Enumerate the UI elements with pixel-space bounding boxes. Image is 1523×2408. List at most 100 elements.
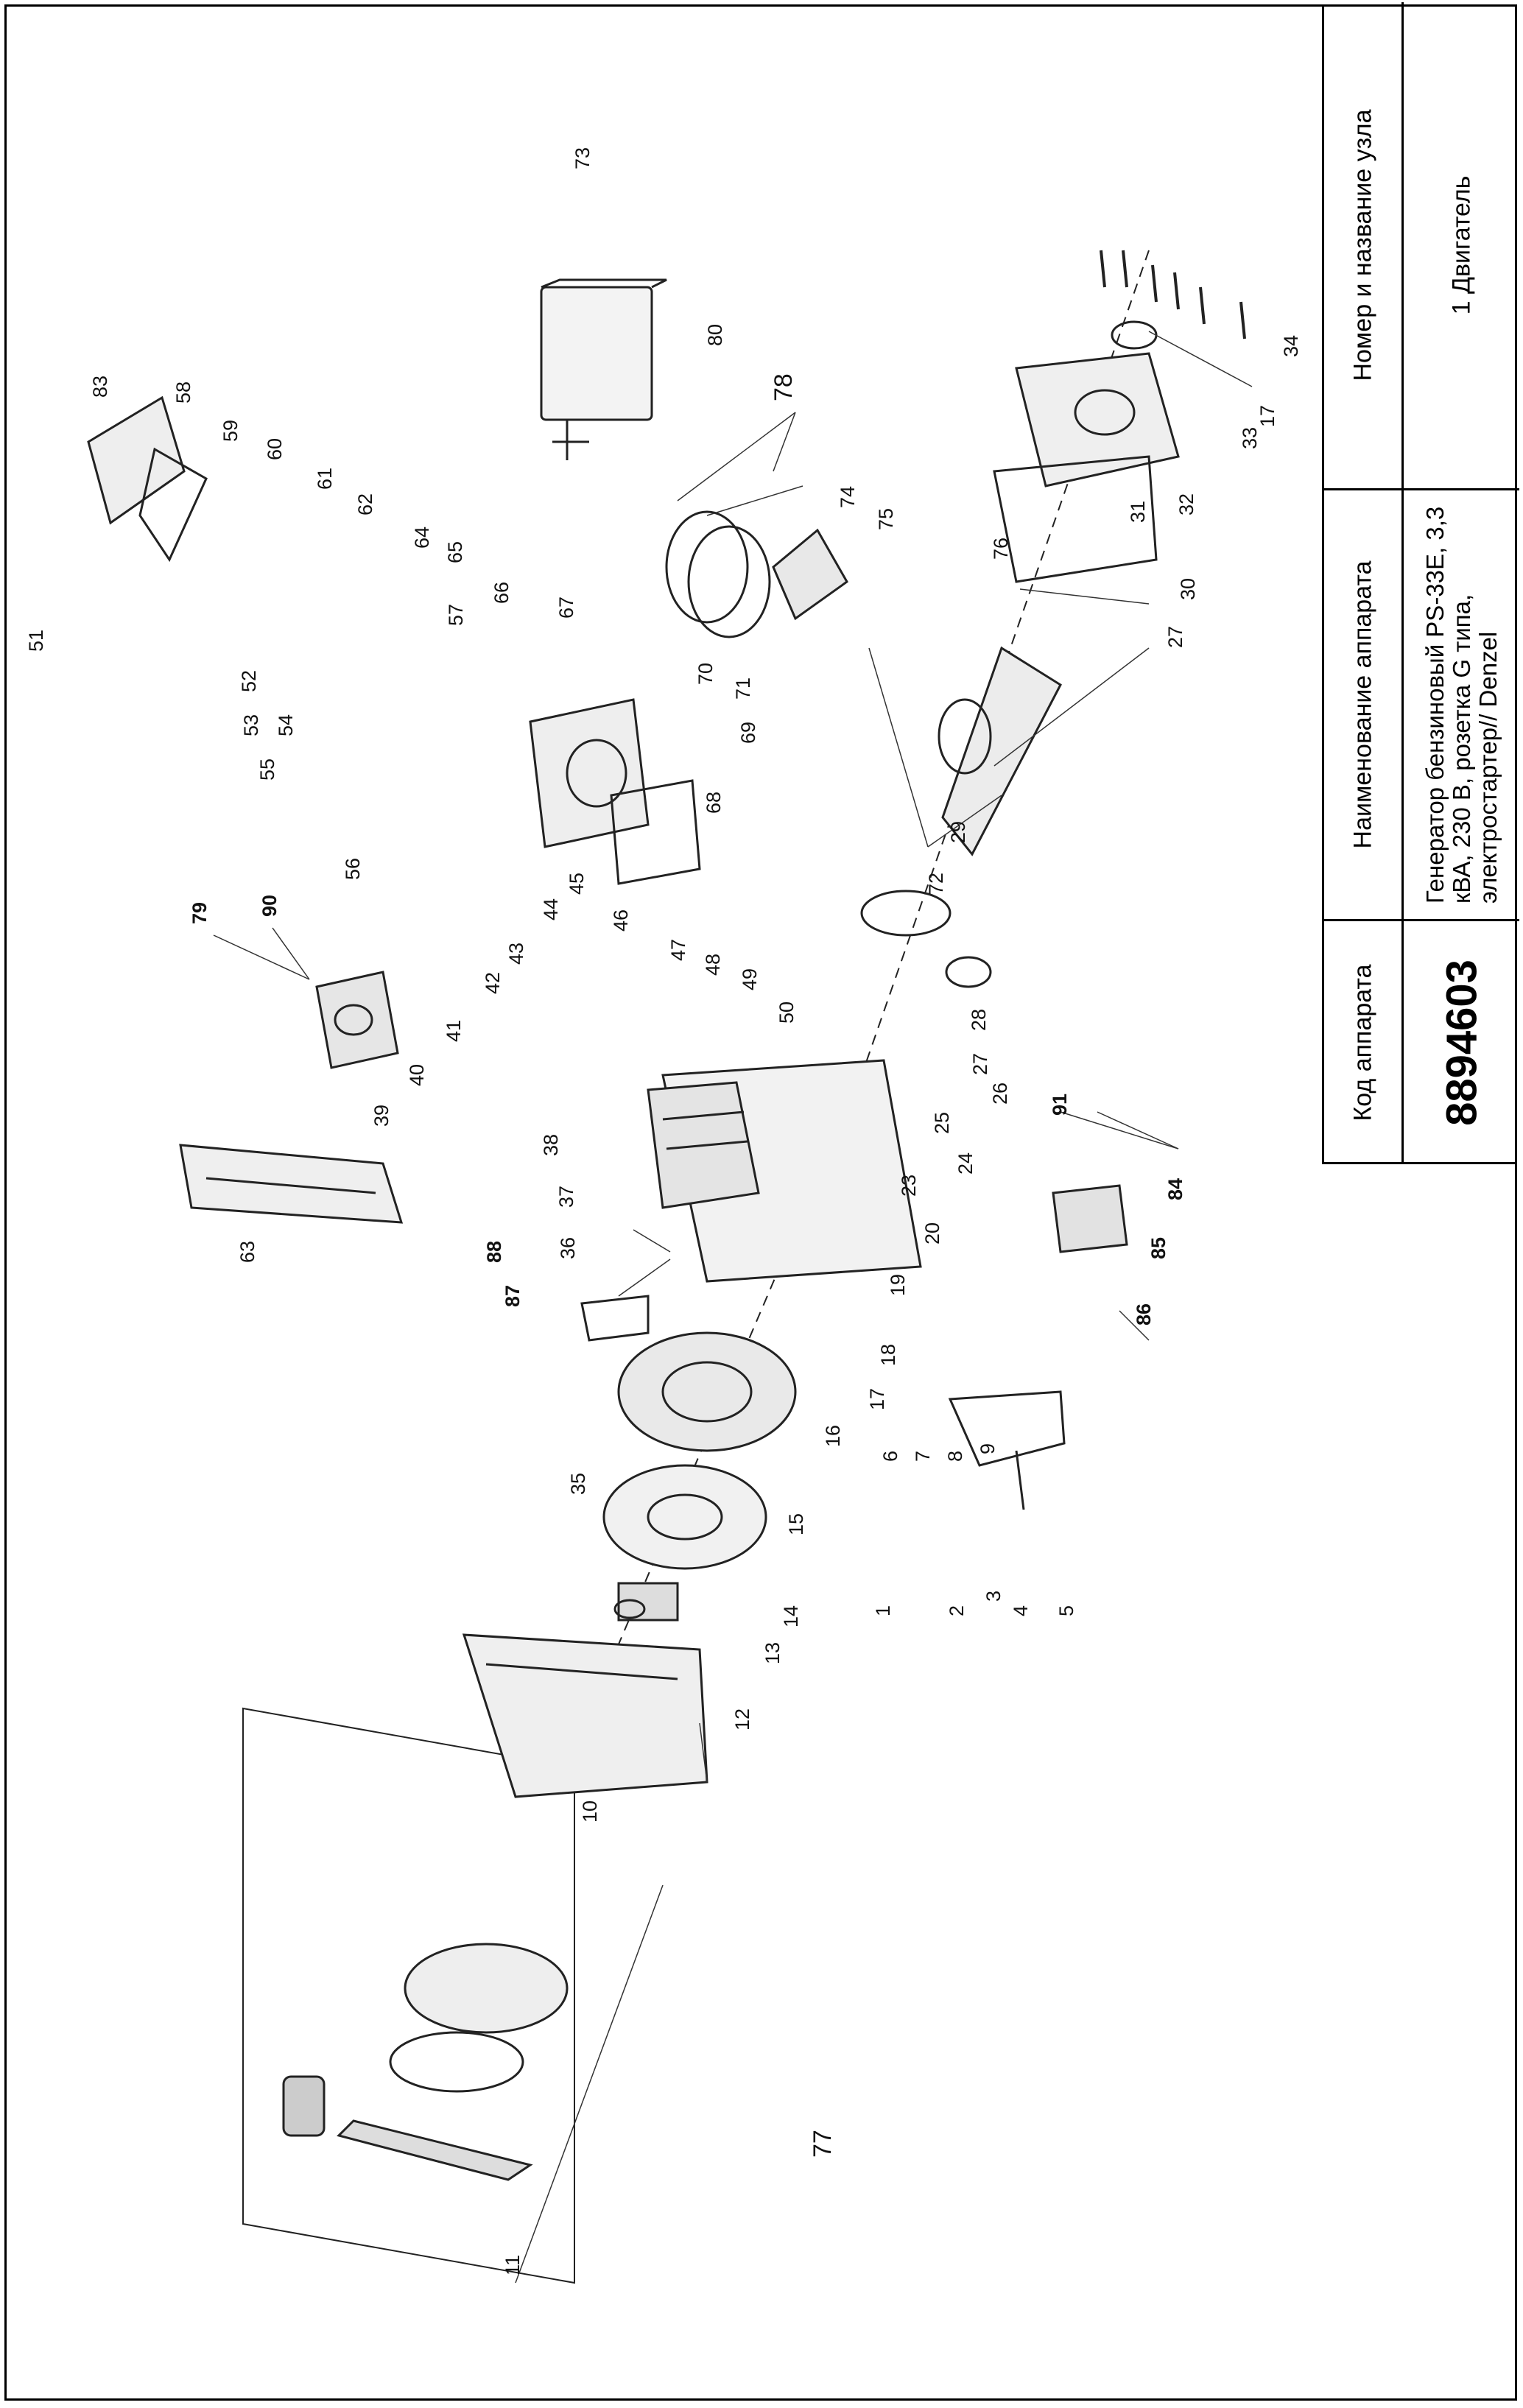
callout-3: 3: [982, 1591, 1005, 1602]
callout-50: 50: [775, 1001, 798, 1024]
callout-7: 7: [912, 1451, 934, 1462]
callout-49: 49: [739, 968, 761, 990]
callout-70: 70: [694, 663, 717, 685]
callout-53: 53: [240, 714, 262, 736]
callout-80: 80: [704, 324, 726, 346]
callout-39: 39: [370, 1105, 393, 1127]
callout-24: 24: [954, 1152, 977, 1175]
callout-73: 73: [571, 147, 594, 169]
title-row-node: Номер и название узла 1 Двигатель: [1324, 2, 1519, 488]
callout-34: 34: [1280, 335, 1302, 357]
callout-4: 4: [1010, 1605, 1032, 1616]
callout-9: 9: [977, 1443, 999, 1454]
callout-61: 61: [314, 468, 336, 490]
callout-14: 14: [780, 1605, 802, 1627]
callout-11: 11: [502, 2255, 524, 2275]
callout-5: 5: [1055, 1605, 1077, 1616]
callout-91: 91: [1049, 1094, 1071, 1116]
part-governor-arm: [948, 1390, 1066, 1510]
callout-86: 86: [1133, 1303, 1155, 1326]
callout-27a: 27: [969, 1053, 991, 1075]
callout-75: 75: [875, 508, 897, 530]
callout-78: 78: [770, 373, 798, 401]
callout-87: 87: [502, 1285, 524, 1307]
callout-60: 60: [264, 438, 286, 460]
value-model: Генератор бензиновый PS-33E, 3,3 кВА, 23…: [1421, 506, 1502, 904]
callout-26: 26: [989, 1082, 1011, 1105]
callout-84: 84: [1164, 1178, 1186, 1200]
callout-6: 6: [879, 1451, 901, 1462]
callout-68: 68: [703, 792, 725, 814]
callout-42: 42: [482, 972, 504, 994]
callout-43: 43: [505, 943, 527, 965]
callout-71: 71: [732, 677, 754, 700]
part-crankshaft: [938, 646, 1062, 856]
callout-1: 1: [872, 1605, 894, 1616]
callout-41: 41: [443, 1020, 465, 1042]
callout-17a: 17: [866, 1388, 888, 1410]
part-recoil-starter-box: [242, 1707, 575, 2284]
title-block: Номер и название узла 1 Двигатель Наимен…: [1322, 2, 1519, 1164]
header-node: Номер и название узла: [1348, 109, 1376, 381]
callout-90: 90: [258, 895, 281, 917]
callout-20: 20: [921, 1222, 943, 1245]
callout-labels: 1 2 3 4 5 6 7 8 9 10 11 12 13 14 15 16 1…: [25, 147, 1302, 2275]
callout-8: 8: [944, 1451, 966, 1462]
callout-55: 55: [256, 758, 278, 781]
callout-54: 54: [275, 714, 297, 736]
callout-45: 45: [566, 873, 588, 895]
callout-83: 83: [89, 376, 111, 398]
callout-18: 18: [877, 1344, 899, 1366]
callout-56: 56: [342, 858, 364, 880]
callout-12: 12: [731, 1708, 753, 1731]
callout-85: 85: [1147, 1237, 1169, 1259]
part-cover-gasket: [993, 455, 1158, 583]
part-head-gasket: [610, 779, 701, 885]
callout-57: 57: [445, 604, 467, 626]
callout-10: 10: [579, 1800, 601, 1823]
part-crankcase: [647, 1059, 922, 1283]
part-crankcase-cover: [1015, 352, 1180, 487]
callout-33: 33: [1239, 427, 1261, 449]
callout-72: 72: [925, 873, 947, 895]
value-code: 8894603: [1438, 960, 1485, 1126]
callout-63: 63: [236, 1241, 258, 1263]
callout-37: 37: [555, 1186, 577, 1208]
value-node: 1 Двигатель: [1447, 175, 1475, 315]
part-camshaft-gear: [860, 890, 992, 988]
part-fan-cover: [462, 1633, 708, 1798]
callout-47: 47: [667, 939, 689, 961]
callout-66: 66: [490, 582, 513, 604]
callout-31: 31: [1127, 501, 1149, 523]
callout-29: 29: [947, 821, 969, 843]
drawing-frame: [4, 4, 1517, 2401]
callout-27b: 27: [1164, 626, 1186, 648]
header-code: Код аппарата: [1348, 964, 1376, 1122]
callout-59: 59: [219, 420, 242, 442]
callout-69: 69: [737, 722, 759, 744]
callout-67: 67: [555, 596, 577, 619]
part-electric-starter: [1052, 1184, 1128, 1253]
part-cylinder-head: [529, 698, 650, 848]
callout-64: 64: [411, 527, 433, 549]
title-row-model: Наименование аппарата Генератор бензинов…: [1324, 488, 1519, 919]
callout-51: 51: [25, 630, 47, 652]
callout-38: 38: [540, 1134, 562, 1156]
callout-48: 48: [702, 954, 724, 976]
callout-76: 76: [990, 538, 1012, 560]
callout-13: 13: [762, 1642, 784, 1664]
callout-15: 15: [785, 1513, 807, 1535]
callout-88: 88: [483, 1241, 505, 1263]
title-row-code: Код аппарата 8894603: [1324, 919, 1519, 1164]
header-model: Наименование аппарата: [1348, 560, 1376, 849]
part-ignition-coil: [580, 1295, 650, 1342]
callout-35: 35: [567, 1473, 589, 1495]
part-air-filter: [179, 1144, 404, 1224]
callout-77: 77: [809, 2130, 837, 2158]
callout-28: 28: [968, 1009, 990, 1031]
part-carburetor: [315, 971, 399, 1069]
callout-40: 40: [406, 1064, 428, 1086]
callout-2: 2: [946, 1605, 968, 1616]
callout-25: 25: [931, 1112, 953, 1134]
